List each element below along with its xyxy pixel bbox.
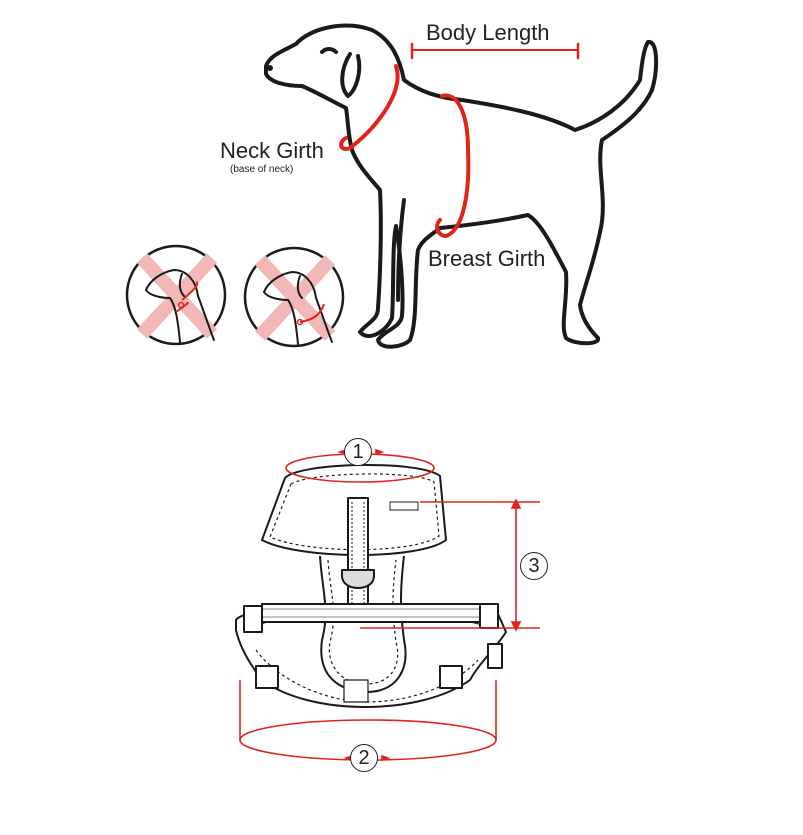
harness-outline	[235, 463, 507, 708]
breast-girth-label: Breast Girth	[428, 246, 546, 271]
neck-girth-note: (base of neck)	[230, 164, 294, 175]
neck-girth-label: Neck Girth	[220, 138, 324, 163]
marker-2: 2	[350, 744, 378, 772]
body-length-label: Body Length	[426, 20, 550, 45]
dog-outline	[264, 23, 659, 349]
wrong-example-left	[125, 244, 227, 346]
cross-icon	[136, 253, 218, 339]
neck-girth-ring	[339, 64, 400, 151]
marker-1: 1	[344, 438, 372, 466]
breast-girth-ring	[435, 93, 471, 239]
cross-icon	[254, 255, 336, 341]
measure-marks	[339, 42, 580, 239]
wrong-example-right	[243, 246, 345, 348]
marker-3: 3	[520, 552, 548, 580]
